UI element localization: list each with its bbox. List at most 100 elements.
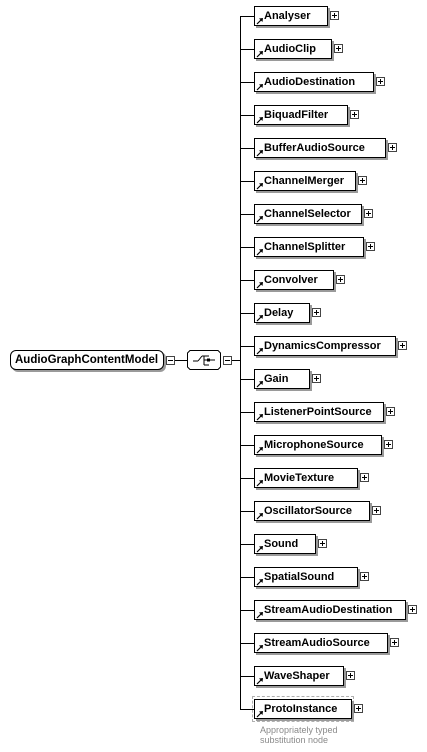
- element-box[interactable]: Gain: [254, 369, 310, 389]
- element-box[interactable]: WaveShaper: [254, 666, 344, 686]
- element-box[interactable]: ChannelSplitter: [254, 237, 364, 257]
- element-box[interactable]: StreamAudioSource: [254, 633, 388, 653]
- expand-icon[interactable]: [398, 341, 407, 350]
- reference-arrow-icon: [256, 612, 263, 619]
- connector-branch: [240, 16, 254, 17]
- element-label: ChannelSelector: [264, 208, 351, 220]
- element-label: Delay: [264, 307, 294, 319]
- element-box[interactable]: BiquadFilter: [254, 105, 348, 125]
- element-box[interactable]: ChannelMerger: [254, 171, 356, 191]
- element-box[interactable]: BufferAudioSource: [254, 138, 386, 158]
- expand-icon[interactable]: [364, 209, 373, 218]
- expand-icon[interactable]: [336, 275, 345, 284]
- expand-icon[interactable]: [366, 242, 375, 251]
- connector-branch: [240, 577, 254, 578]
- connector-branch: [240, 346, 254, 347]
- expand-icon[interactable]: [354, 704, 363, 713]
- element-box[interactable]: MovieTexture: [254, 468, 358, 488]
- reference-arrow-icon: [256, 414, 263, 421]
- expand-icon[interactable]: [384, 440, 393, 449]
- reference-arrow-icon: [256, 348, 263, 355]
- substitution-note-line: substitution node: [260, 735, 329, 745]
- connector-branch: [240, 49, 254, 50]
- element-box[interactable]: DynamicsCompressor: [254, 336, 396, 356]
- element-label: Sound: [264, 538, 299, 550]
- connector-branch: [240, 412, 254, 413]
- connector-branch: [240, 181, 254, 182]
- expand-icon[interactable]: [390, 638, 399, 647]
- connector-branch: [240, 445, 254, 446]
- connector-branch: [240, 148, 254, 149]
- reference-arrow-icon: [256, 150, 263, 157]
- expand-icon[interactable]: [330, 11, 339, 20]
- expand-icon[interactable]: [346, 671, 355, 680]
- reference-arrow-icon: [256, 315, 263, 322]
- expand-icon[interactable]: [386, 407, 395, 416]
- element-label: Convolver: [264, 274, 318, 286]
- expand-icon[interactable]: [312, 308, 321, 317]
- collapse-icon[interactable]: [166, 356, 175, 365]
- connector-trunk: [240, 16, 241, 710]
- element-label: ListenerPointSource: [264, 406, 372, 418]
- element-box[interactable]: Analyser: [254, 6, 328, 26]
- connector-line: [175, 360, 187, 361]
- collapse-icon[interactable]: [223, 356, 232, 365]
- reference-arrow-icon: [256, 183, 263, 190]
- reference-arrow-icon: [256, 117, 263, 124]
- connector-line: [232, 360, 240, 361]
- element-box[interactable]: ListenerPointSource: [254, 402, 384, 422]
- reference-arrow-icon: [256, 51, 263, 58]
- expand-icon[interactable]: [376, 77, 385, 86]
- expand-icon[interactable]: [334, 44, 343, 53]
- connector-branch: [240, 643, 254, 644]
- element-box[interactable]: Convolver: [254, 270, 334, 290]
- expand-icon[interactable]: [312, 374, 321, 383]
- connector-branch: [240, 544, 254, 545]
- element-label: ChannelSplitter: [264, 241, 346, 253]
- reference-arrow-icon: [256, 381, 263, 388]
- element-label: SpatialSound: [264, 571, 335, 583]
- reference-arrow-icon: [256, 480, 263, 487]
- element-label: ChannelMerger: [264, 175, 345, 187]
- connector-branch: [240, 511, 254, 512]
- element-box[interactable]: Delay: [254, 303, 310, 323]
- element-label: MovieTexture: [264, 472, 335, 484]
- element-box[interactable]: Sound: [254, 534, 316, 554]
- reference-arrow-icon: [256, 84, 263, 91]
- expand-icon[interactable]: [358, 176, 367, 185]
- expand-icon[interactable]: [360, 572, 369, 581]
- connector-branch: [240, 709, 254, 710]
- connector-branch: [240, 214, 254, 215]
- element-box[interactable]: MicrophoneSource: [254, 435, 382, 455]
- expand-icon[interactable]: [388, 143, 397, 152]
- element-box[interactable]: SpatialSound: [254, 567, 358, 587]
- choice-compositor-icon[interactable]: [187, 350, 221, 370]
- element-label: Gain: [264, 373, 289, 385]
- expand-icon[interactable]: [318, 539, 327, 548]
- element-box[interactable]: ChannelSelector: [254, 204, 362, 224]
- element-box[interactable]: ProtoInstance: [254, 699, 352, 719]
- reference-arrow-icon: [256, 447, 263, 454]
- reference-arrow-icon: [256, 513, 263, 520]
- expand-icon[interactable]: [408, 605, 417, 614]
- expand-icon[interactable]: [350, 110, 359, 119]
- root-element-label: AudioGraphContentModel: [15, 354, 159, 366]
- element-label: BiquadFilter: [264, 109, 329, 121]
- element-label: StreamAudioSource: [264, 637, 370, 649]
- connector-branch: [240, 610, 254, 611]
- element-box[interactable]: AudioDestination: [254, 72, 374, 92]
- element-box[interactable]: StreamAudioDestination: [254, 600, 406, 620]
- reference-arrow-icon: [256, 282, 263, 289]
- element-box[interactable]: OscillatorSource: [254, 501, 370, 521]
- connector-branch: [240, 313, 254, 314]
- substitution-note-line: Appropriately typed: [260, 725, 338, 735]
- element-box[interactable]: AudioClip: [254, 39, 332, 59]
- element-label: AudioDestination: [264, 76, 356, 88]
- element-label: WaveShaper: [264, 670, 330, 682]
- connector-branch: [240, 82, 254, 83]
- reference-arrow-icon: [256, 645, 263, 652]
- root-element-box[interactable]: AudioGraphContentModel: [10, 350, 164, 370]
- expand-icon[interactable]: [360, 473, 369, 482]
- expand-icon[interactable]: [372, 506, 381, 515]
- reference-arrow-icon: [256, 579, 263, 586]
